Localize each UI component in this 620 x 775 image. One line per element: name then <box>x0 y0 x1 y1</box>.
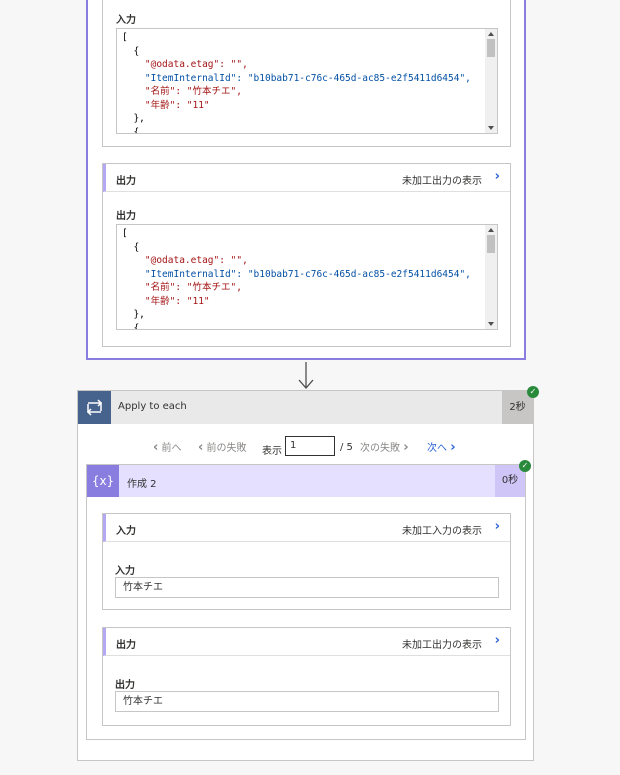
output-code-lines: [ { "@odata.etag": "", "ItemInternalId":… <box>122 227 471 330</box>
output-panel-title: 出力 <box>116 176 136 187</box>
scroll-thumb[interactable] <box>487 235 495 253</box>
compose-input-header-title: 入力 <box>116 526 136 537</box>
scroll-down-icon[interactable] <box>488 126 494 130</box>
show-raw-output-link[interactable]: 未加工出力の表示 <box>402 176 482 187</box>
output-panel-header[interactable]: 出力 未加工出力の表示 › <box>103 164 510 192</box>
chevron-left-icon: ‹ <box>153 440 159 455</box>
input-section-title: 入力 <box>116 15 136 26</box>
input-code-view[interactable]: [ { "@odata.etag": "", "ItemInternalId":… <box>116 28 498 134</box>
output-scrollbar[interactable] <box>485 225 497 329</box>
apply-to-each-header[interactable]: Apply to each 2秒 <box>78 391 533 424</box>
code-line: "@odata.etag": "", <box>122 255 248 266</box>
compose-header[interactable]: {x} 作成 2 0秒 <box>87 465 525 497</box>
compose-action-card: {x} 作成 2 0秒 ✓ 入力 未加工入力の表示 › 入力 竹本チエ 出力 未… <box>86 460 531 740</box>
iteration-total: / 5 <box>340 442 353 453</box>
scroll-down-icon[interactable] <box>488 322 494 326</box>
code-line: { <box>122 322 140 330</box>
flow-arrow-icon <box>297 362 315 390</box>
show-raw-output-link[interactable]: 未加工出力の表示 <box>402 640 482 651</box>
compose-output-header[interactable]: 出力 未加工出力の表示 › <box>103 628 510 656</box>
code-line: { <box>122 241 140 253</box>
code-line: }, <box>122 309 145 320</box>
compose-input-label: 入力 <box>115 566 135 577</box>
code-line: "名前": "竹本チエ", <box>122 86 242 97</box>
code-line: "年齢": "11" <box>122 295 210 307</box>
compose-title: 作成 2 <box>127 479 157 490</box>
chevron-right-icon[interactable]: › <box>494 519 500 534</box>
code-line: [ <box>122 228 128 239</box>
code-line: "ItemInternalId": "b10bab71-c76c-465d-ac… <box>122 268 471 280</box>
prev-button[interactable]: ‹ 前へ <box>153 440 182 455</box>
chevron-right-icon: › <box>450 440 456 455</box>
output-code-view[interactable]: [ { "@odata.etag": "", "ItemInternalId":… <box>116 224 498 330</box>
code-line: [ <box>122 32 128 43</box>
code-line: "年齢": "11" <box>122 99 210 111</box>
previous-action-card: 入力 [ { "@odata.etag": "", "ItemInternalI… <box>86 0 526 360</box>
scroll-up-icon[interactable] <box>488 228 494 232</box>
input-code-lines: [ { "@odata.etag": "", "ItemInternalId":… <box>122 31 471 134</box>
compose-icon: {x} <box>87 465 119 497</box>
compose-input-panel: 入力 未加工入力の表示 › 入力 竹本チエ <box>102 513 511 610</box>
chevron-right-icon[interactable]: › <box>494 633 500 648</box>
code-line: "@odata.etag": "", <box>122 59 248 70</box>
apply-duration: 2秒 <box>502 391 533 424</box>
compose-output-label: 出力 <box>115 680 135 691</box>
chevron-right-icon: › <box>403 440 409 455</box>
input-panel: 入力 [ { "@odata.etag": "", "ItemInternalI… <box>102 0 511 147</box>
iteration-number-input[interactable]: 1 <box>285 436 335 456</box>
iteration-pager: ‹ 前へ ‹ 前の失敗 表示 1 / 5 次の失敗 › 次へ › <box>153 436 463 458</box>
output-section-title: 出力 <box>116 211 136 222</box>
next-failed-button[interactable]: 次の失敗 › <box>360 440 409 455</box>
apply-to-each-title: Apply to each <box>118 401 187 412</box>
code-line: { <box>122 126 140 134</box>
next-button[interactable]: 次へ › <box>427 440 456 455</box>
scroll-up-icon[interactable] <box>488 32 494 36</box>
code-line: }, <box>122 113 145 124</box>
prev-failed-button[interactable]: ‹ 前の失敗 <box>198 440 247 455</box>
scroll-thumb[interactable] <box>487 39 495 57</box>
show-raw-input-link[interactable]: 未加工入力の表示 <box>402 526 482 537</box>
code-line: "名前": "竹本チエ", <box>122 282 242 293</box>
compose-output-panel: 出力 未加工出力の表示 › 出力 竹本チエ <box>102 627 511 726</box>
compose-output-value: 竹本チエ <box>115 691 499 712</box>
apply-to-each-card: Apply to each 2秒 ✓ ‹ 前へ ‹ 前の失敗 表示 1 / 5 … <box>77 386 539 761</box>
success-check-icon: ✓ <box>519 460 531 472</box>
compose-input-value: 竹本チエ <box>115 577 499 598</box>
output-panel: 出力 未加工出力の表示 › 出力 [ { "@odata.etag": "", … <box>102 163 511 347</box>
compose-input-header[interactable]: 入力 未加工入力の表示 › <box>103 514 510 542</box>
chevron-left-icon: ‹ <box>198 440 204 455</box>
compose-output-header-title: 出力 <box>116 640 136 651</box>
input-scrollbar[interactable] <box>485 29 497 133</box>
code-line: "ItemInternalId": "b10bab71-c76c-465d-ac… <box>122 72 471 84</box>
show-label: 表示 <box>262 446 282 457</box>
chevron-right-icon[interactable]: › <box>494 169 500 184</box>
code-line: { <box>122 45 140 57</box>
loop-icon <box>78 391 111 424</box>
success-check-icon: ✓ <box>527 386 539 398</box>
